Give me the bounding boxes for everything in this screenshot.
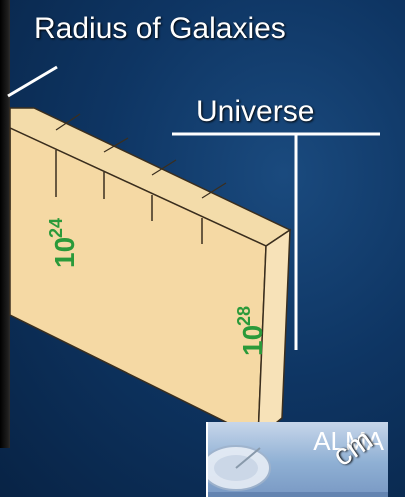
scale-label-10-28-base: 10 — [237, 325, 268, 356]
galaxy-radius-label: Radius of Galaxies — [34, 12, 286, 46]
scale-label-10-28-exponent: 28 — [234, 306, 254, 326]
scale-label-10-24-base: 10 — [49, 237, 80, 268]
universe-label: Universe — [196, 95, 314, 129]
scale-label-10-24-exponent: 24 — [46, 218, 66, 238]
galaxy-radius-pointer-line — [8, 67, 57, 96]
